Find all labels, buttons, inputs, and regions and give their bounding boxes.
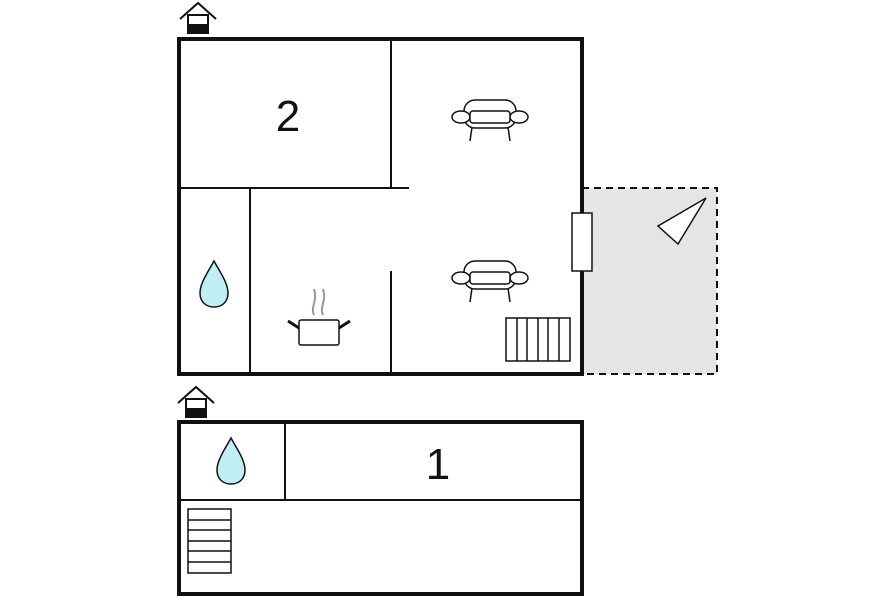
- upper-floor: 2: [177, 1, 718, 376]
- stairs-icon: [187, 508, 232, 574]
- upper-outer-wall: [177, 37, 584, 376]
- lower-outer-wall: [177, 420, 584, 596]
- upper-interior-walls: [179, 39, 409, 374]
- sofa-icon: [451, 99, 529, 142]
- stairs-icon: [505, 317, 571, 362]
- compass-icon: [656, 197, 707, 246]
- lower-interior-walls: [179, 422, 582, 501]
- sofa-icon: [451, 260, 529, 303]
- terrace: [581, 187, 718, 375]
- lower-floor: 1: [177, 385, 584, 596]
- entrance-icon: [177, 385, 215, 418]
- door-icon: [571, 212, 593, 272]
- room-label-2: 2: [276, 92, 300, 141]
- cooking-pot-icon: [287, 288, 351, 346]
- water-drop-icon: [199, 259, 229, 308]
- water-drop-icon: [216, 436, 246, 485]
- room-label-1: 1: [426, 440, 450, 489]
- entrance-icon: [179, 1, 217, 34]
